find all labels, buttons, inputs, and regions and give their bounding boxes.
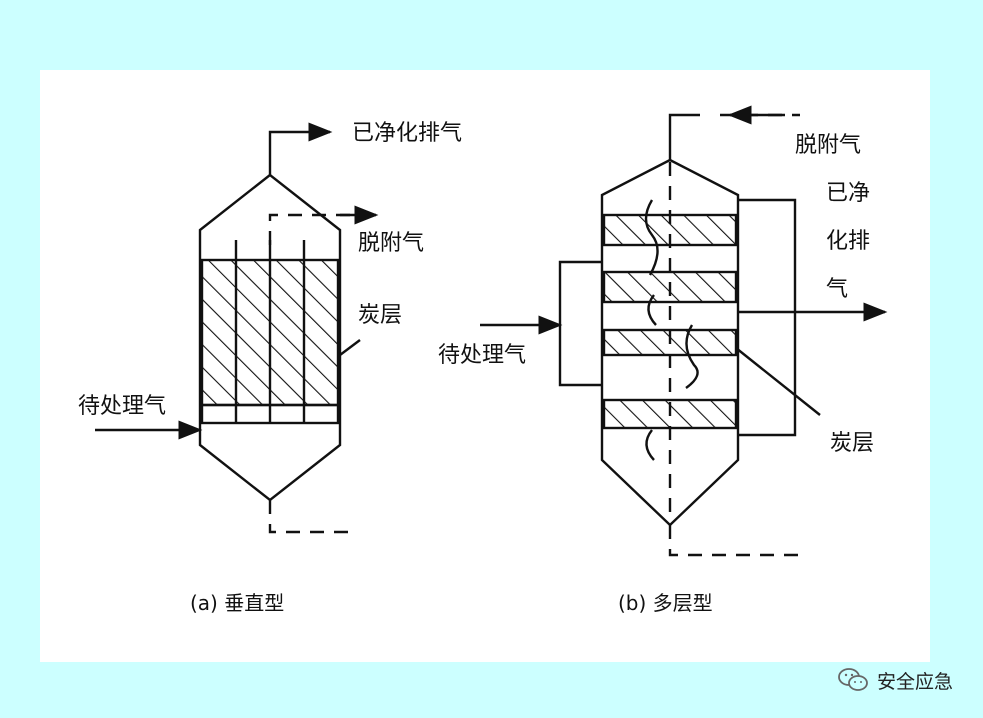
caption-a: (a) 垂直型	[190, 591, 284, 615]
label-inlet-b: 待处理气	[438, 343, 526, 368]
label-outlet-b1: 已净	[826, 181, 870, 206]
carbon-leader-a	[339, 339, 361, 356]
flow-line-b4	[645, 429, 655, 461]
label-inlet-a: 待处理气	[78, 394, 166, 419]
multilayer-adsorber: 脱附气 已净 化排 气 待处理气 炭层 (b) 多层型	[438, 105, 888, 615]
caption-b: (b) 多层型	[618, 591, 713, 615]
outlet-manifold-b	[738, 198, 797, 437]
carbon-layer-b2	[602, 270, 738, 304]
watermark-text: 安全应急	[876, 670, 953, 693]
bottom-pipe-a	[268, 500, 350, 534]
label-desorb-b: 脱附气	[795, 133, 861, 158]
label-outlet-a: 已净化排气	[352, 121, 462, 146]
flow-line-b2	[647, 294, 657, 326]
wechat-icon	[838, 668, 868, 691]
diagram-panel: 已净化排气 脱附气 炭层 待处理气 (a) 垂直型 脱附气	[40, 70, 930, 662]
inlet-manifold-b	[558, 260, 602, 387]
flow-line-b1	[644, 199, 659, 276]
label-carbon-a: 炭层	[358, 303, 402, 328]
bottom-pipe-b	[668, 525, 800, 557]
adsorber-diagrams: 已净化排气 脱附气 炭层 待处理气 (a) 垂直型 脱附气	[78, 105, 888, 615]
label-carbon-b: 炭层	[830, 431, 874, 456]
desorb-pipe-a	[268, 213, 350, 245]
label-outlet-b3: 气	[826, 277, 848, 302]
vertical-adsorber: 已净化排气 脱附气 炭层 待处理气 (a) 垂直型	[78, 121, 462, 615]
watermark: 安全应急	[837, 662, 953, 698]
label-desorb-a: 脱附气	[358, 231, 424, 256]
carbon-leader-b	[735, 347, 821, 416]
label-outlet-b2: 化排	[826, 229, 870, 254]
top-pipe-b	[668, 113, 700, 160]
outlet-pipe-a	[268, 122, 333, 175]
flow-line-b3	[685, 324, 699, 389]
